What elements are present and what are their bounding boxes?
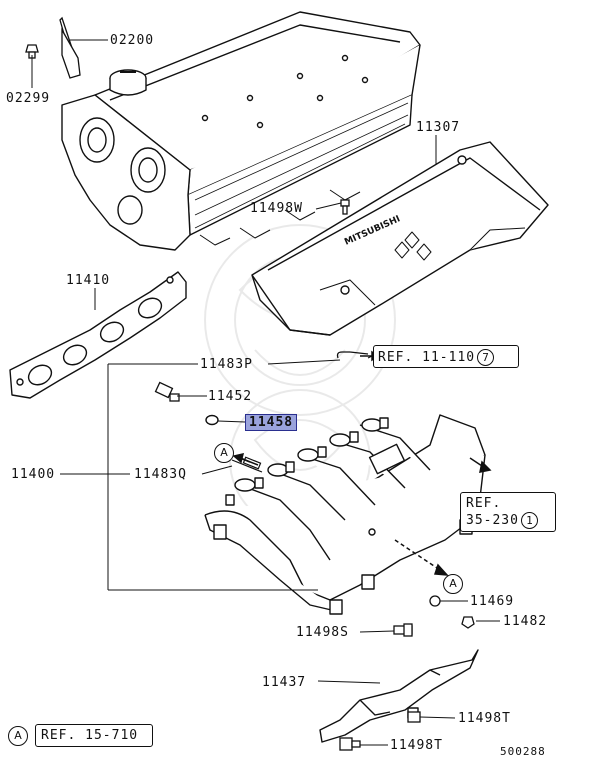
label-11400: 11400 xyxy=(11,467,56,482)
label-11498s: 11498S xyxy=(296,625,349,640)
bracket-11437 xyxy=(319,649,479,743)
leader-lines xyxy=(31,39,500,746)
ref-35-230-line1: REF. xyxy=(466,496,502,511)
flow-arrows xyxy=(232,350,492,576)
o-ring-11458 xyxy=(205,414,219,426)
label-11307: 11307 xyxy=(416,120,461,135)
ref-35-230-number: 1 xyxy=(520,512,538,529)
ref-11-110-text: REF. 11-110 xyxy=(378,350,476,365)
marker-a-upper: A xyxy=(214,443,234,463)
fitting-11483p xyxy=(336,351,369,359)
label-11483q: 11483Q xyxy=(134,467,187,482)
ref-11-110-number: 7 xyxy=(477,349,495,366)
label-02200: 02200 xyxy=(110,33,155,48)
label-11458-highlighted[interactable]: 11458 xyxy=(245,414,298,431)
bolt-11498t-lower xyxy=(339,737,361,751)
ref-15-710-marker: A xyxy=(8,726,28,746)
engine-cover xyxy=(251,141,549,336)
label-11410: 11410 xyxy=(66,273,111,288)
label-02299: 02299 xyxy=(6,91,51,106)
ref-box-15-710[interactable]: REF. 15-710 xyxy=(35,724,153,747)
label-11483p: 11483P xyxy=(200,357,253,372)
bolt-11498t-upper xyxy=(407,711,421,723)
diagram-number: 500288 xyxy=(500,745,546,758)
sensor-11452 xyxy=(154,381,180,402)
cylinder-head xyxy=(61,11,421,251)
label-11498w: 11498W xyxy=(250,201,303,216)
nut-11469 xyxy=(429,595,441,607)
dipstick-part xyxy=(59,16,81,79)
label-11482: 11482 xyxy=(503,614,548,629)
intake-manifold xyxy=(204,414,486,615)
label-11498t-lower: 11498T xyxy=(390,738,443,753)
ref-15-710-text: REF. 15-710 xyxy=(41,728,139,743)
manifold-gasket xyxy=(9,271,187,399)
marker-a-lower: A xyxy=(443,574,463,594)
nut-11482 xyxy=(461,616,475,629)
label-11437: 11437 xyxy=(262,675,307,690)
bolt-11498s xyxy=(393,623,413,637)
ref-35-230-line2: 35-230 xyxy=(466,513,519,528)
label-11498t-upper: 11498T xyxy=(458,711,511,726)
label-11469: 11469 xyxy=(470,594,515,609)
label-11452: 11452 xyxy=(208,389,253,404)
bolt-11498w xyxy=(340,199,350,215)
